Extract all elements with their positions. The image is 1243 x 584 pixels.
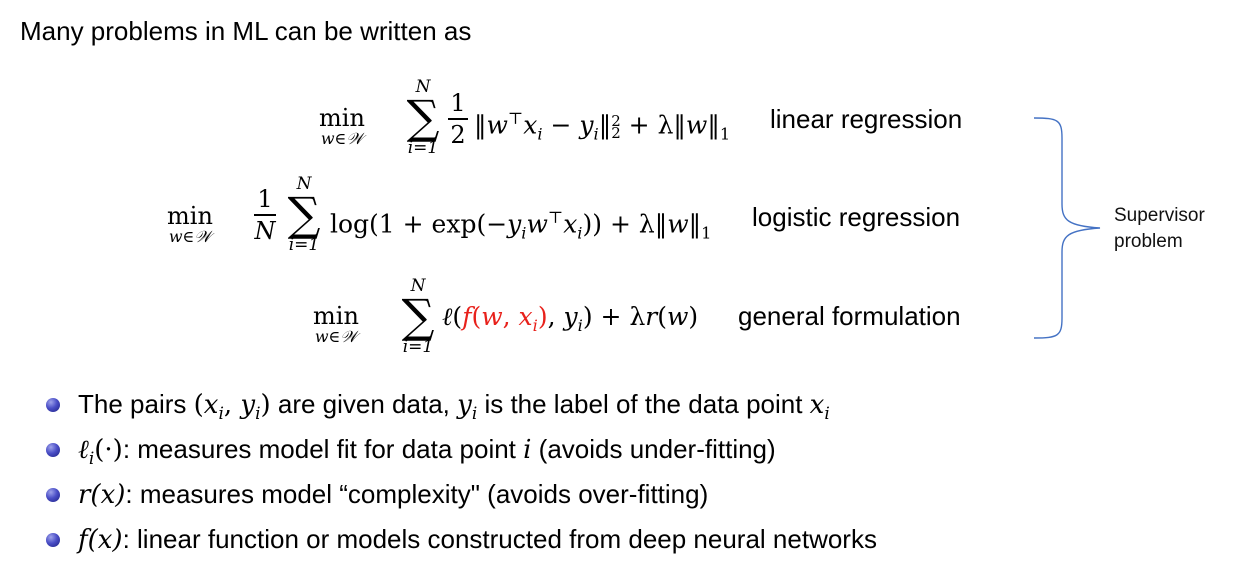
bullet-list: The pairs (xi, yi) are given data, yi is… <box>46 386 877 566</box>
intro-text: Many problems in ML can be written as <box>20 16 472 46</box>
logistic-regression-label: logistic regression <box>752 202 961 232</box>
sum-operator: N ∑ i=1 <box>406 77 440 158</box>
bullet-item-regularizer: r(x): measures model “complexity" (avoid… <box>46 476 877 521</box>
fraction-one-over-n: 1 N <box>254 185 276 245</box>
bullet-dot-icon <box>46 443 60 457</box>
sum-operator: N ∑ i=1 <box>287 174 321 255</box>
general-formulation-expression: ℓ(f(w, xi), yi) + λr(w) <box>442 302 699 335</box>
general-formulation-label: general formulation <box>738 301 961 331</box>
min-operator: min w∈𝒲 <box>313 302 359 346</box>
min-operator: min w∈𝒲 <box>319 104 365 148</box>
linear-regression-label: linear regression <box>770 104 963 134</box>
bullet-dot-icon <box>46 488 60 502</box>
logistic-regression-expression: log(1 + exp(−yiw⊤xi)) + λ‖w‖1 <box>330 208 712 243</box>
bullet-item-loss: ℓi(·): measures model fit for data point… <box>46 431 877 476</box>
sum-operator: N ∑ i=1 <box>401 276 435 357</box>
bullet-item-pairs: The pairs (xi, yi) are given data, yi is… <box>46 386 877 431</box>
min-operator: min w∈𝒲 <box>167 202 213 246</box>
bullet-item-model: f(x): linear function or models construc… <box>46 521 877 566</box>
supervisor-problem-label: Supervisor problem <box>1114 205 1205 252</box>
bullet-dot-icon <box>46 533 60 547</box>
right-curly-brace <box>1033 117 1101 339</box>
fraction-half: 1 2 <box>448 90 468 148</box>
bullet-dot-icon <box>46 398 60 412</box>
